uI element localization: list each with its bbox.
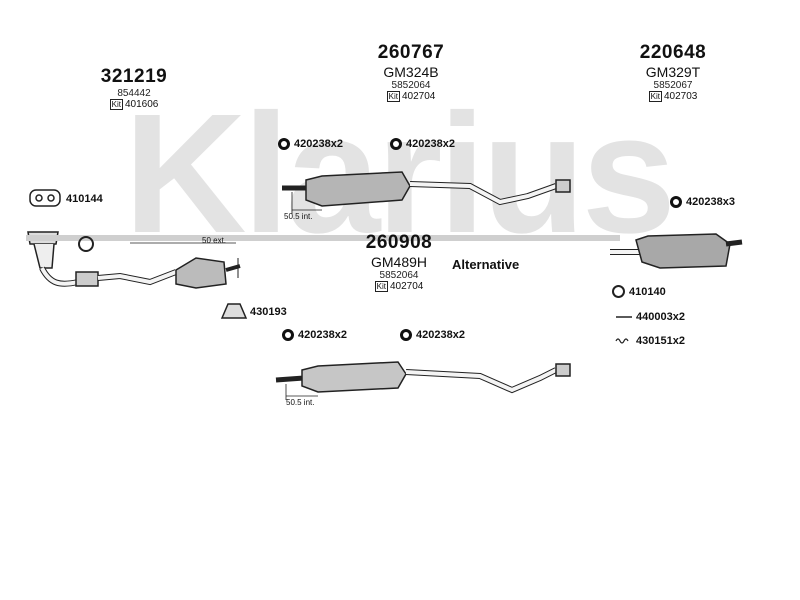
part-260908[interactable]: 260908 GM489H 5852064 Kit 402704 bbox=[354, 232, 444, 292]
part-kit: Kit 402704 bbox=[366, 91, 456, 102]
part-code: GM324B bbox=[383, 64, 439, 80]
label-text: 420238x3 bbox=[686, 196, 735, 208]
alt-silencer-260908 bbox=[275, 361, 571, 400]
label-430151[interactable]: 430151x2 bbox=[636, 335, 685, 347]
kit-number: 402704 bbox=[389, 281, 424, 292]
label-410140[interactable]: 410140 bbox=[612, 285, 666, 298]
part-kit: Kit 401606 bbox=[94, 99, 174, 110]
part-number: 260908 bbox=[365, 232, 433, 253]
kit-number: 401606 bbox=[124, 99, 159, 110]
kit-tag: Kit bbox=[648, 91, 662, 102]
kit-tag: Kit bbox=[109, 99, 123, 110]
kit-number: 402703 bbox=[663, 91, 698, 102]
kit-number: 402704 bbox=[401, 91, 436, 102]
part-220648[interactable]: 220648 GM329T 5852067 Kit 402703 bbox=[628, 42, 718, 102]
part-number: 220648 bbox=[639, 42, 707, 63]
part-number: 321219 bbox=[100, 66, 168, 87]
part-number: 260767 bbox=[377, 42, 445, 63]
spring-shape bbox=[615, 338, 629, 344]
part-kit: Kit 402703 bbox=[628, 91, 718, 102]
label-text: 410144 bbox=[66, 193, 103, 205]
rear-silencer-220648 bbox=[610, 233, 743, 269]
label-420238-b[interactable]: 420238x2 bbox=[390, 138, 455, 150]
clamp-icon bbox=[278, 138, 290, 150]
label-410144[interactable]: 410144 bbox=[66, 193, 103, 205]
part-sub: 5852064 bbox=[379, 270, 419, 281]
dim-505-top: 50.5 int. bbox=[284, 212, 313, 221]
kit-tag: Kit bbox=[386, 91, 400, 102]
label-text: 430151x2 bbox=[636, 335, 685, 347]
front-ring bbox=[78, 236, 94, 252]
part-code: GM489H bbox=[370, 254, 428, 270]
part-sub: 5852067 bbox=[653, 80, 693, 91]
part-321219[interactable]: 321219 854442 Kit 401606 bbox=[94, 66, 174, 110]
part-sub: 5852064 bbox=[391, 80, 431, 91]
label-text: 420238x2 bbox=[416, 329, 465, 341]
label-text: 420238x2 bbox=[406, 138, 455, 150]
part-sub: 854442 bbox=[117, 88, 151, 99]
alternative-label: Alternative bbox=[452, 257, 520, 272]
label-440003[interactable]: 440003x2 bbox=[636, 311, 685, 323]
clamp-icon bbox=[390, 138, 402, 150]
part-code: GM329T bbox=[645, 64, 701, 80]
dim-50ext: 50 ext. bbox=[202, 236, 227, 245]
clamp-icon bbox=[670, 196, 682, 208]
label-420238-d[interactable]: 420238x2 bbox=[400, 329, 465, 341]
gasket-shape bbox=[29, 189, 61, 207]
kit-tag: Kit bbox=[374, 281, 388, 292]
label-420238-x3[interactable]: 420238x3 bbox=[670, 196, 735, 208]
label-text: 420238x2 bbox=[294, 138, 343, 150]
dim-505-bottom: 50.5 int. bbox=[286, 398, 315, 407]
label-text: 410140 bbox=[629, 285, 666, 298]
ring-icon bbox=[612, 285, 625, 298]
mount-shape bbox=[220, 303, 248, 319]
label-420238-a[interactable]: 420238x2 bbox=[278, 138, 343, 150]
middle-silencer-260767 bbox=[282, 171, 571, 214]
front-pipe-catalyst bbox=[27, 231, 241, 289]
label-text: 440003x2 bbox=[636, 311, 685, 323]
label-430193[interactable]: 430193 bbox=[250, 306, 287, 318]
part-kit: Kit 402704 bbox=[354, 281, 444, 292]
part-260767[interactable]: 260767 GM324B 5852064 Kit 402704 bbox=[366, 42, 456, 102]
label-text: 430193 bbox=[250, 306, 287, 318]
clamp-icon bbox=[282, 329, 294, 341]
label-420238-c[interactable]: 420238x2 bbox=[282, 329, 347, 341]
label-text: 420238x2 bbox=[298, 329, 347, 341]
clamp-icon bbox=[400, 329, 412, 341]
